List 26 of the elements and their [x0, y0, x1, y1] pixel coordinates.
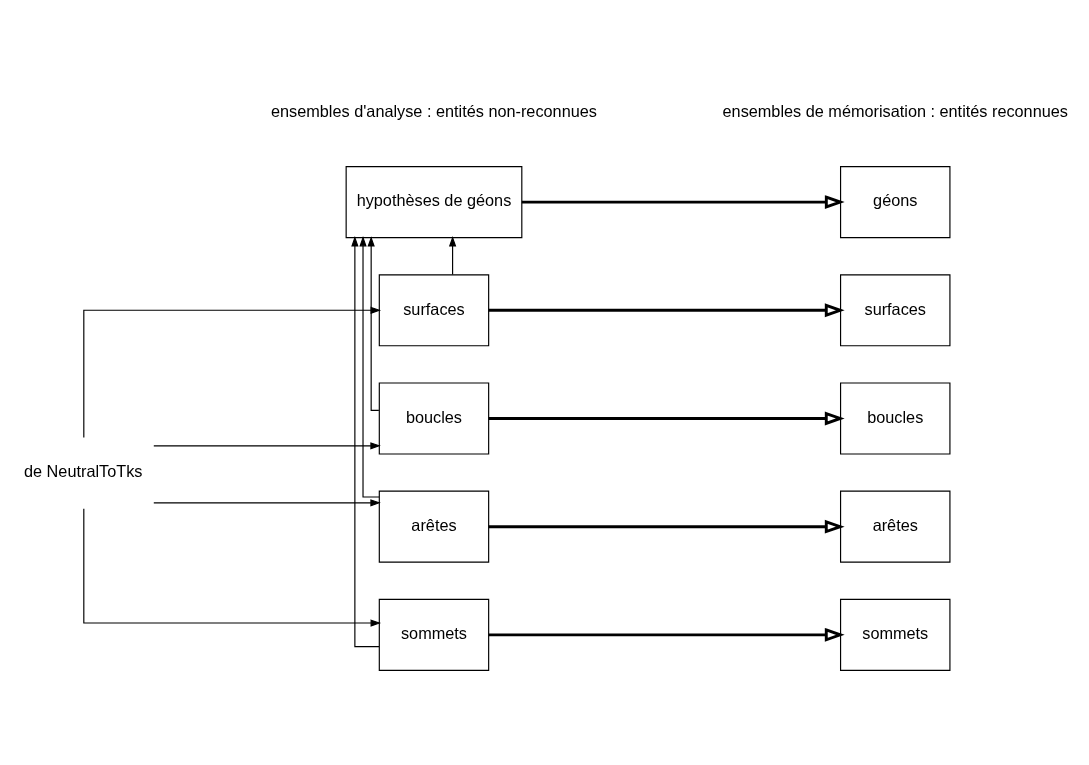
- arrow: [83, 507, 382, 627]
- node-box: boucles: [840, 381, 951, 455]
- arrow: [488, 302, 845, 317]
- arrow: [359, 235, 380, 498]
- arrow: [448, 235, 457, 275]
- arrow: [83, 306, 382, 438]
- node-box: hypothèses de géons: [345, 165, 523, 238]
- arrow: [488, 411, 845, 425]
- arrow: [488, 519, 845, 534]
- node-box: sommets: [840, 598, 951, 671]
- label: ensembles de mémorisation : entités reconnues: [722, 101, 1068, 120]
- arrow: [488, 627, 845, 642]
- node-box: géons: [840, 165, 951, 238]
- node-box: surfaces: [840, 273, 951, 346]
- arrow: [351, 235, 380, 647]
- arrow: [521, 194, 845, 209]
- node-box: arêtes: [378, 490, 490, 563]
- arrow: [153, 498, 381, 506]
- node-box: surfaces: [378, 273, 490, 346]
- node-text: de NeutralToTks: [24, 461, 143, 480]
- label: ensembles d'analyse : entités non-reconnues: [271, 101, 597, 120]
- node-box: arêtes: [840, 490, 951, 563]
- arrow: [367, 235, 380, 411]
- node-box: sommets: [378, 598, 490, 671]
- arrow: [153, 441, 381, 449]
- node-box: boucles: [378, 381, 490, 455]
